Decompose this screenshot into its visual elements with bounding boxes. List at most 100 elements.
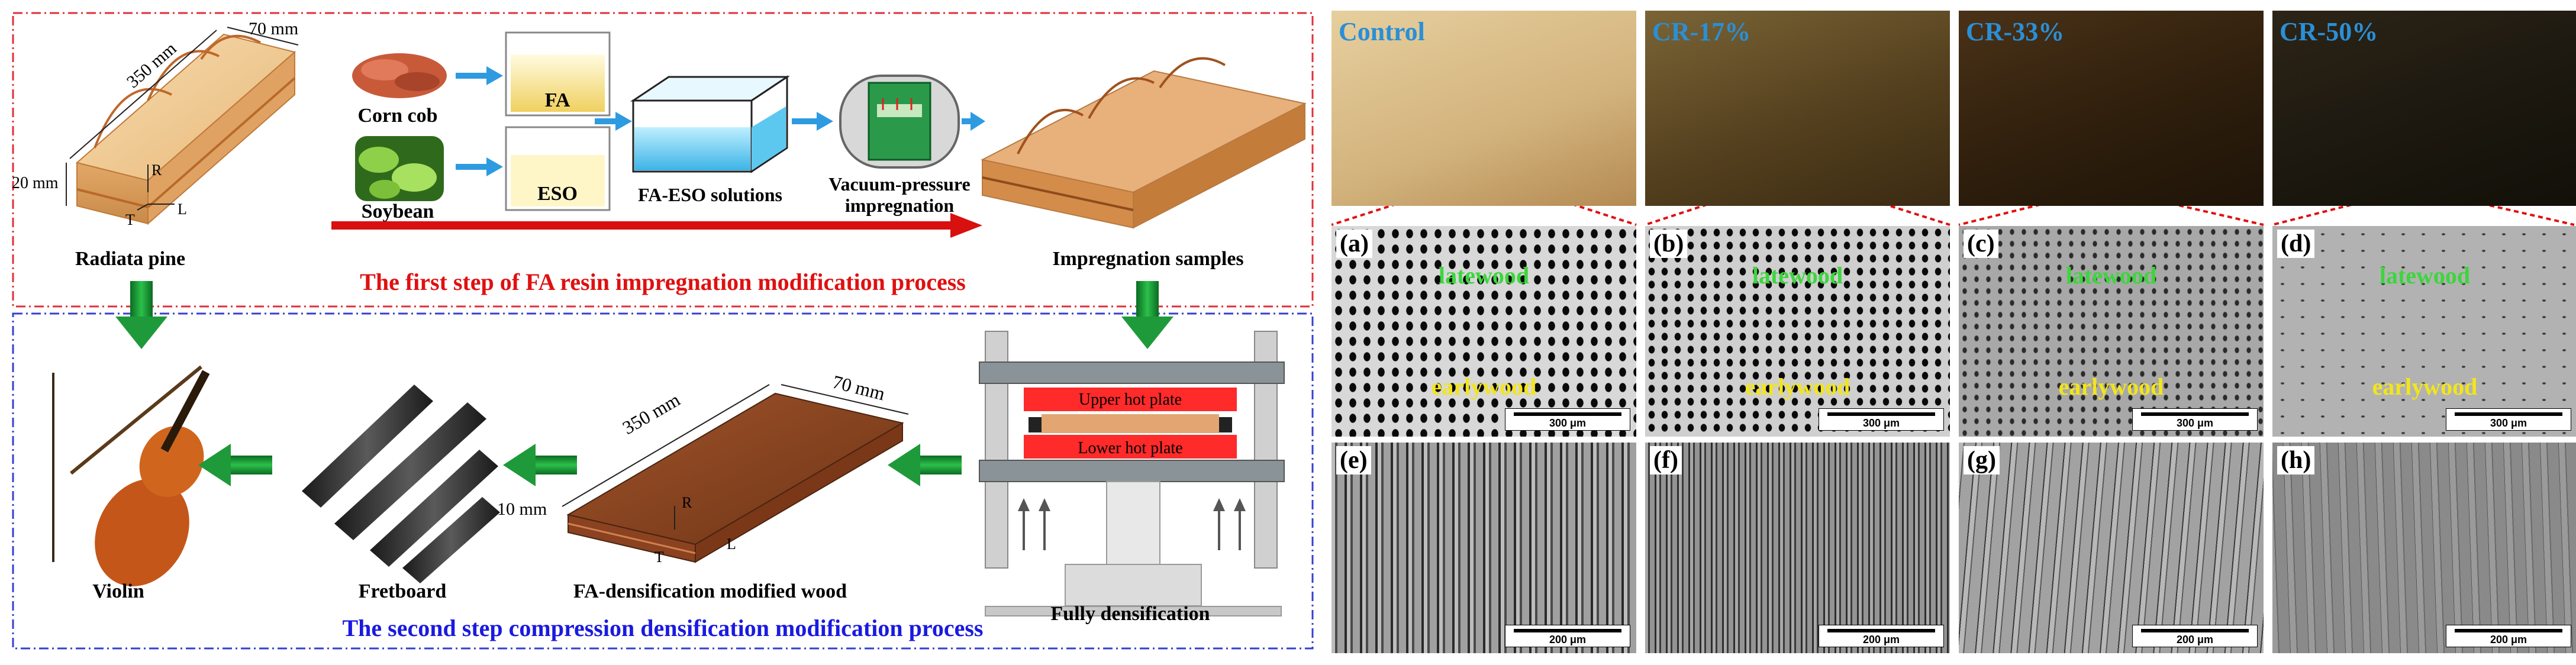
step1-box (12, 12, 1314, 308)
sem-panel-f: (f) 200 μm (1645, 443, 1950, 653)
modified-wood-label: FA-densification modified wood (573, 580, 847, 602)
process-schematic-svg: 350 mm 70 mm 20 mm R L T Radiata pine Co… (12, 12, 1314, 650)
arrow-samples-down (1121, 281, 1173, 349)
earlywood-label-b: earlywood (1745, 373, 1850, 400)
impregnation-samples-label: Impregnation samples (1052, 248, 1243, 270)
scale-bar-a: 300 μm (1505, 408, 1630, 431)
panel-label-a: (a) (1336, 230, 1372, 258)
sem-panel-c: (c) latewood earlywood 300 μm (1959, 226, 2264, 437)
earlywood-label-c: earlywood (2058, 373, 2164, 400)
flow-arrow-beakers (595, 112, 632, 131)
panel-label-h: (h) (2277, 446, 2315, 474)
modified-wood-axis-r: R (682, 494, 692, 511)
step1-main-arrow (331, 213, 982, 238)
earlywood-label-a: earlywood (1431, 373, 1537, 400)
scale-bar-f-label: 200 μm (1862, 634, 1900, 645)
modified-wood-dim-height: 10 mm (497, 499, 547, 519)
vacuum-label-line2: impregnation (845, 195, 955, 216)
pine-dim-height: 20 mm (12, 174, 59, 192)
violin-label: Violin (92, 580, 144, 602)
step1-title: The first step of FA resin impregnation … (360, 269, 966, 295)
corn-cob-label: Corn cob (357, 105, 437, 127)
latewood-label-a: latewood (1438, 262, 1530, 289)
panel-label-b: (b) (1650, 230, 1688, 258)
pine-axis-t: T (125, 211, 135, 228)
panel-label-d: (d) (2277, 230, 2315, 258)
scale-bar-h: 200 μm (2446, 625, 2571, 647)
scale-bar-d: 300 μm (2446, 408, 2571, 431)
lower-hot-plate-label: Lower hot plate (1078, 439, 1182, 457)
scale-bar-e-label: 200 μm (1549, 634, 1587, 645)
soybean-image (355, 136, 444, 201)
sem-panel-e: (e) 200 μm (1331, 443, 1636, 653)
panel-label-f: (f) (1650, 446, 1682, 474)
scale-bar-d-label: 300 μm (2490, 417, 2527, 429)
sample-name-control: Control (1339, 17, 1425, 46)
impregnation-sample-block (981, 57, 1307, 229)
arrow-pine-down (115, 281, 167, 349)
sample-micrographs: Control CR-17% CR-33% CR-50% (a) latewoo… (1331, 0, 2576, 662)
latewood-label-d: latewood (2379, 262, 2471, 289)
scale-bar-c: 300 μm (2132, 408, 2258, 431)
sem-panel-b: (b) latewood earlywood 300 μm (1645, 226, 1950, 437)
step2-title: The second step compression densificatio… (343, 615, 984, 641)
sem-panel-a: (a) latewood earlywood 300 μm (1331, 226, 1636, 437)
scale-bar-b: 300 μm (1819, 408, 1944, 431)
photo-cr17: CR-17% (1645, 11, 1950, 206)
latewood-label-c: latewood (2065, 262, 2157, 289)
flow-arrow-soy (456, 157, 503, 176)
upper-hot-plate-label: Upper hot plate (1079, 390, 1182, 409)
arrow-to-violin (198, 444, 272, 486)
pine-axis-l: L (178, 201, 187, 218)
flow-arrow-vacuum (962, 112, 985, 131)
scale-bar-c-label: 300 μm (2176, 417, 2214, 429)
scale-bar-f: 200 μm (1819, 625, 1944, 647)
latewood-label-b: latewood (1752, 262, 1843, 289)
fretboard-label: Fretboard (359, 580, 447, 602)
flow-arrow-tank (792, 112, 833, 131)
soybean-label: Soybean (362, 201, 434, 222)
sem-panel-h: (h) 200 μm (2272, 443, 2576, 653)
fa-beaker (505, 31, 611, 117)
scale-bar-e: 200 μm (1505, 625, 1630, 647)
radiata-pine-label: Radiata pine (75, 248, 185, 270)
hot-press (979, 331, 1285, 616)
fretboard-image (302, 385, 500, 583)
earlywood-label-d: earlywood (2372, 373, 2478, 400)
scale-bar-g: 200 μm (2132, 625, 2258, 647)
modified-wood-dim-length: 350 mm (619, 389, 684, 438)
eso-label: ESO (537, 183, 578, 205)
sample-name-cr33: CR-33% (1966, 17, 2065, 46)
sample-name-cr17: CR-17% (1652, 17, 1751, 46)
arrow-to-fretboard (503, 444, 577, 486)
photo-cr50: CR-50% (2272, 11, 2576, 206)
photo-control: Control (1331, 11, 1636, 206)
fa-eso-tank (630, 75, 790, 173)
panel-label-c: (c) (1964, 230, 1998, 258)
scale-bar-h-label: 200 μm (2490, 634, 2527, 645)
panel-label-e: (e) (1336, 446, 1371, 474)
fa-eso-solutions-label: FA-ESO solutions (638, 184, 782, 205)
photo-cr33: CR-33% (1959, 11, 2264, 206)
sem-panel-d: (d) latewood earlywood 300 μm (2272, 226, 2576, 437)
eso-beaker (505, 126, 611, 211)
vacuum-vessel (839, 75, 960, 169)
fa-label: FA (545, 89, 570, 111)
sample-name-cr50: CR-50% (2280, 17, 2378, 46)
panel-label-g: (g) (1964, 446, 2000, 474)
flow-arrow-corn (456, 66, 503, 85)
modified-wood-block (562, 384, 909, 563)
fully-densification-label: Fully densification (1050, 603, 1210, 625)
pine-axis-r: R (151, 162, 162, 179)
process-schematic: 350 mm 70 mm 20 mm R L T Radiata pine Co… (12, 12, 1314, 650)
scale-bar-g-label: 200 μm (2176, 634, 2214, 645)
arrow-to-modified-wood (888, 444, 962, 486)
corn-cob-image (352, 53, 447, 98)
scale-bar-b-label: 300 μm (1862, 417, 1900, 429)
pine-dim-width: 70 mm (249, 19, 298, 38)
scale-bar-a-label: 300 μm (1549, 417, 1587, 429)
vacuum-label-line1: Vacuum-pressure (828, 173, 970, 195)
modified-wood-axis-l: L (727, 535, 736, 553)
violin-image (52, 365, 210, 586)
modified-wood-axis-t: T (655, 548, 664, 566)
